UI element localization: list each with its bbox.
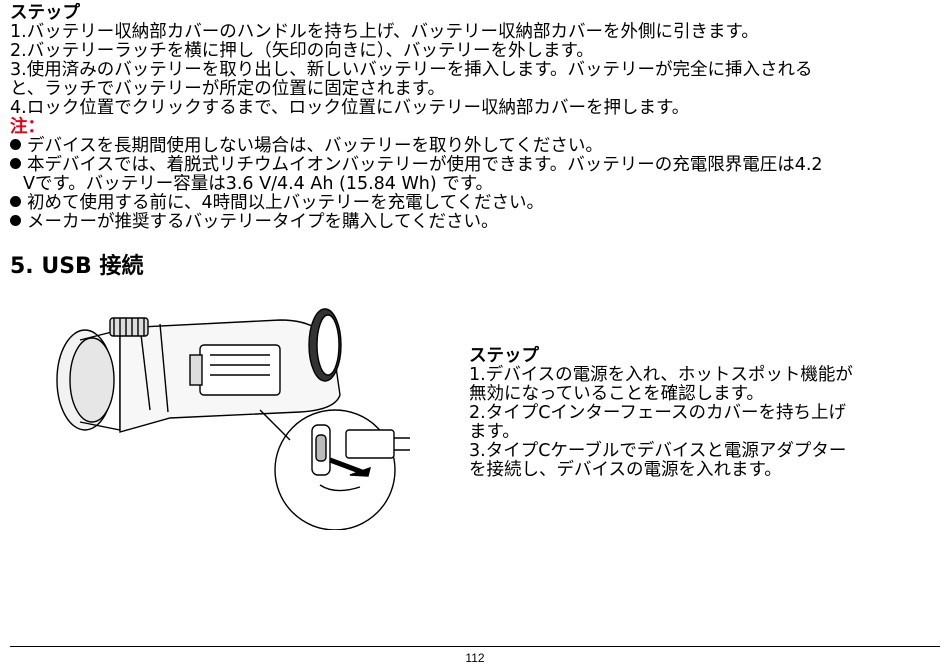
note-item: デバイスを長期間使用しない場合は、バッテリーを取り外してください。: [10, 137, 603, 156]
usb-step-line: 2.タイプCインターフェースのカバーを持ち上げ: [469, 403, 846, 423]
note-item-cont: Vです。バッテリー容量は3.6 V/4.4 Ah (15.84 Wh) です。: [23, 174, 494, 194]
note-item: メーカーが推奨するバッテリータイプを購入してください。: [10, 213, 498, 232]
bullet-icon: [10, 215, 21, 226]
note-item: 本デバイスでは、着脱式リチウムイオンバッテリーが使用できます。バッテリーの充電限…: [10, 156, 823, 175]
bullet-icon: [10, 158, 21, 169]
bullet-icon: [10, 139, 21, 150]
usb-step-line: を接続し、デバイスの電源を入れます。: [469, 460, 782, 480]
usb-section-title: 5. USB 接続: [10, 254, 144, 279]
usb-step-line: 3.タイプCケーブルでデバイスと電源アダプター: [469, 441, 847, 461]
battery-step-3-cont: と、ラッチでバッテリーが所定の位置に固定されます。: [10, 79, 446, 99]
page-number: 112: [465, 651, 485, 665]
footer-rule: [10, 646, 940, 647]
usb-step-line: 無効になっていることを確認します。: [469, 384, 764, 404]
battery-heading: ステップ: [10, 3, 80, 23]
battery-step-3: 3.使用済みのバッテリーを取り出し、新しいバッテリーを挿入します。バッテリーが完…: [10, 60, 813, 80]
note-item: 初めて使用する前に、4時間以上バッテリーを充電してください。: [10, 194, 544, 213]
usb-step-line: 1.デバイスの電源を入れ、ホットスポット機能が: [469, 365, 853, 385]
usb-step-line: ます。: [469, 422, 520, 442]
note-label: 注：: [10, 117, 45, 137]
battery-step-1: 1.バッテリー収納部カバーのハンドルを持ち上げ、バッテリー収納部カバーを外側に引…: [10, 22, 759, 42]
battery-step-2: 2.バッテリーラッチを横に押し（矢印の向きに）、バッテリーを外します。: [10, 41, 594, 61]
device-usb-illustration: [56, 308, 410, 530]
bullet-icon: [10, 196, 21, 207]
battery-step-4: 4.ロック位置でクリックするまで、ロック位置にバッテリー収納部カバーを押します。: [10, 98, 690, 118]
usb-steps-heading: ステップ: [469, 346, 539, 366]
